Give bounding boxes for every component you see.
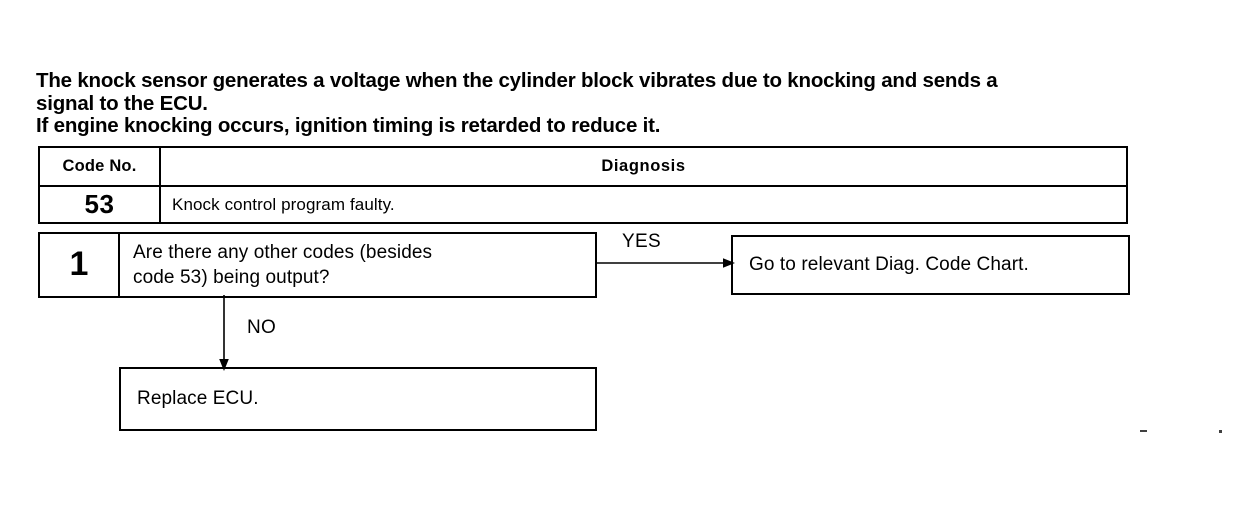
replace-ecu-text: Replace ECU. — [137, 388, 259, 409]
branch-label-yes: YES — [622, 231, 661, 252]
step-number-value: 1 — [69, 245, 89, 283]
intro-paragraph: The knock sensor generates a voltage whe… — [36, 69, 998, 137]
scan-speck — [1140, 430, 1147, 432]
yes-branch-arrow — [595, 258, 735, 268]
table-cell-diagnosis-text: Knock control program faulty. — [161, 187, 1126, 223]
step-number-cell: 1 — [40, 234, 120, 296]
table-header-row: Code No. Diagnosis — [40, 148, 1126, 187]
diagnosis-code-table: Code No. Diagnosis 53 Knock control prog… — [38, 146, 1128, 224]
table-header-cell-code-no: Code No. — [40, 148, 161, 185]
result-box-goto-code-chart: Go to relevant Diag. Code Chart. — [731, 235, 1130, 295]
table-row: 53 Knock control program faulty. — [40, 187, 1126, 223]
table-cell-code-number: 53 — [40, 187, 161, 223]
diagnosis-header-label: Diagnosis — [601, 157, 686, 175]
no-branch-arrow — [219, 295, 229, 371]
result-box-replace-ecu: Replace ECU. — [119, 367, 597, 431]
code-number-value: 53 — [84, 189, 115, 219]
goto-code-chart-text: Go to relevant Diag. Code Chart. — [749, 254, 1029, 275]
diagnosis-description: Knock control program faulty. — [172, 195, 395, 214]
scan-speck — [1219, 430, 1222, 433]
flowchart-step-1-box: 1 Are there any other codes (besides cod… — [38, 232, 597, 298]
step-question-text: Are there any other codes (besides code … — [133, 242, 433, 288]
code-no-header-label: Code No. — [62, 157, 137, 175]
step-question-cell: Are there any other codes (besides code … — [120, 234, 595, 296]
table-header-cell-diagnosis: Diagnosis — [161, 148, 1126, 185]
branch-label-no: NO — [247, 317, 277, 338]
